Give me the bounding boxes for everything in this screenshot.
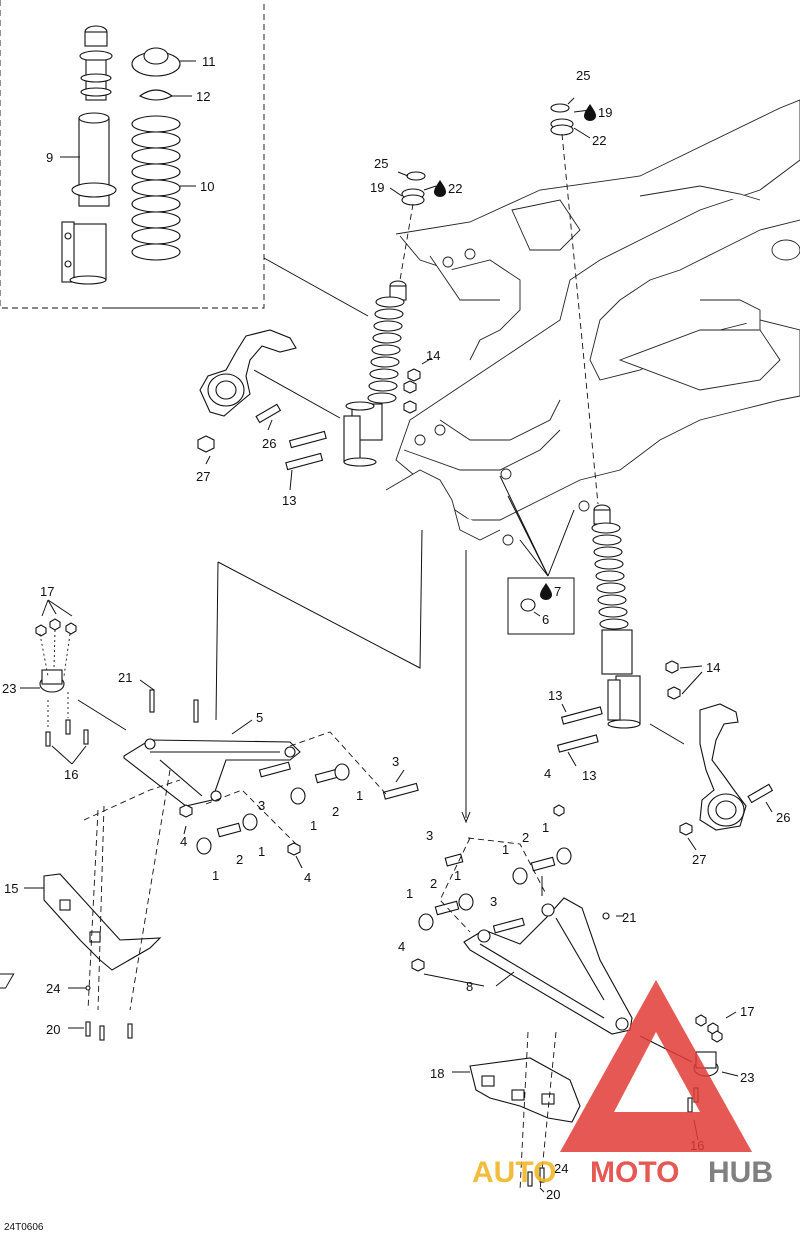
callout-21-right: 21: [622, 910, 636, 925]
callout-3-left-b: 3: [258, 798, 265, 813]
bushing-detail-box: [499, 475, 575, 635]
right-skid-plate: [452, 1031, 581, 1193]
callout-23-right: 23: [740, 1070, 754, 1085]
callout-2-left-a: 2: [332, 804, 339, 819]
left-top-mount: [389, 171, 437, 206]
right-shock-absorber: [591, 504, 641, 729]
right-top-mount: [550, 97, 599, 505]
callout-4-left-a: 4: [180, 834, 187, 849]
callout-15: 15: [4, 881, 18, 896]
left-a-arm-hardware: [139, 679, 419, 869]
inset-spring-seat: [131, 47, 181, 77]
callout-5: 5: [256, 710, 263, 725]
callout-13-right-lower: 13: [582, 768, 596, 783]
callout-21-left: 21: [118, 670, 132, 685]
oil-drop-icon: [540, 583, 552, 600]
callout-11: 11: [202, 54, 216, 69]
callout-19-left: 19: [370, 180, 384, 195]
callout-13-left: 13: [282, 493, 296, 508]
callout-3-right-a: 3: [426, 828, 433, 843]
watermark-triangle-icon: [560, 980, 752, 1152]
watermark-moto: MOTO: [590, 1156, 679, 1189]
callout-3-left-a: 3: [392, 754, 399, 769]
callout-1-right-c: 1: [406, 886, 413, 901]
left-shock-absorber: [343, 280, 407, 467]
inset-coil-spring: [131, 115, 181, 261]
callout-14-right: 14: [706, 660, 720, 675]
callout-20-left: 20: [46, 1022, 60, 1037]
callout-22-left: 22: [448, 181, 462, 196]
callout-1-right-b: 1: [542, 820, 549, 835]
callout-18: 18: [430, 1066, 444, 1081]
callout-22-right: 22: [592, 133, 606, 148]
left-ball-joint: [20, 599, 127, 765]
callout-23-left: 23: [2, 681, 16, 696]
watermark-auto: AUTO: [472, 1156, 556, 1189]
watermark-logo: AUTO MOTO HUB: [472, 980, 773, 1189]
inset-retaining-clip: [138, 89, 174, 101]
callout-13-right-upper: 13: [548, 688, 562, 703]
callout-4-left-b: 4: [304, 870, 311, 885]
right-a-arm: [0, 897, 633, 1035]
callout-2-right-b: 2: [430, 876, 437, 891]
callout-8: 8: [466, 979, 473, 994]
right-a-arm-hardware: [411, 804, 624, 987]
left-steering-knuckle: [199, 329, 341, 419]
drawing-code: 24T0606: [4, 1222, 44, 1233]
left-a-arm: [123, 719, 301, 807]
right-shock-fasteners: [556, 660, 703, 767]
callout-2-right-a: 2: [522, 830, 529, 845]
callout-19-right: 19: [598, 105, 612, 120]
callout-10: 10: [200, 179, 214, 194]
callout-6: 6: [542, 612, 549, 627]
callout-12: 12: [196, 89, 210, 104]
callout-1-left-c: 1: [258, 844, 265, 859]
callout-1-right-a: 1: [502, 842, 509, 857]
callout-1-left-a: 1: [356, 788, 363, 803]
callout-labels: 11 12 10 9 25 19 22 25 19 22 14 26 27 13…: [2, 54, 790, 1233]
callout-16-left: 16: [64, 767, 78, 782]
callout-27-left: 27: [196, 469, 210, 484]
callout-26-left: 26: [262, 436, 276, 451]
callout-25-right: 25: [576, 68, 590, 83]
oil-drop-icon: [584, 104, 596, 121]
left-shock-fasteners: [197, 357, 433, 491]
callout-17-right: 17: [740, 1004, 754, 1019]
shock-detail-inset: [0, 0, 265, 309]
callout-1-right-d: 1: [454, 868, 461, 883]
right-steering-knuckle: [679, 703, 774, 851]
vehicle-frame: [385, 99, 800, 546]
oil-drop-icon: [434, 180, 446, 197]
callout-4-right-a: 4: [544, 766, 551, 781]
callout-7: 7: [554, 584, 561, 599]
callout-26-right: 26: [776, 810, 790, 825]
watermark-hub: HUB: [708, 1156, 773, 1189]
callout-1-left-b: 1: [310, 818, 317, 833]
callout-25-left: 25: [374, 156, 388, 171]
callout-14-left: 14: [426, 348, 440, 363]
left-skid-plate: [24, 769, 181, 1041]
callout-2-left-b: 2: [236, 852, 243, 867]
callout-27-right: 27: [692, 852, 706, 867]
callout-20-right: 20: [546, 1187, 560, 1202]
callout-24-left: 24: [46, 981, 60, 996]
callout-1-left-d: 1: [212, 868, 219, 883]
callout-9: 9: [46, 150, 53, 165]
callout-24-right: 24: [554, 1161, 568, 1176]
callout-3-right-b: 3: [490, 894, 497, 909]
callout-4-right-b: 4: [398, 939, 405, 954]
inset-shock-absorber: [61, 25, 117, 285]
callout-17-left: 17: [40, 584, 54, 599]
